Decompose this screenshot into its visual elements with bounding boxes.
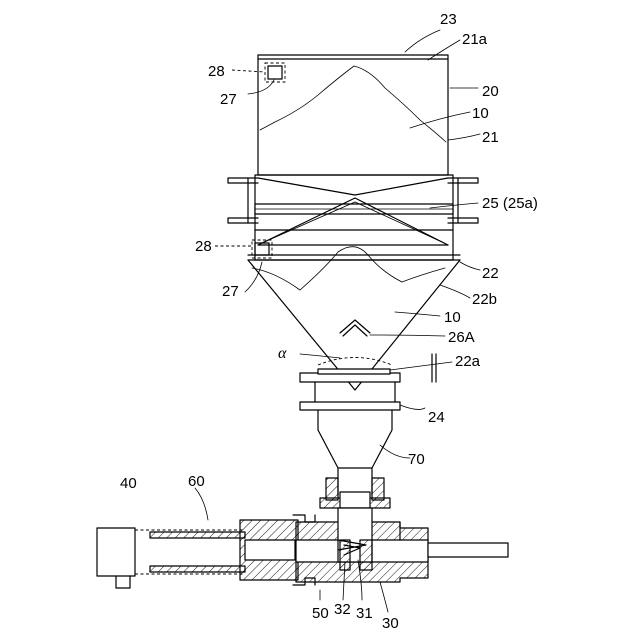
powder-10-upper [260,66,446,142]
label-21: 21 [482,129,499,146]
vacuum-source-40 [97,528,135,588]
coupling-nut [320,478,390,508]
chevron-26A [340,320,370,333]
label-40: 40 [120,475,137,492]
label-21a: 21a [462,31,488,48]
label-22: 22 [482,265,499,282]
label-25: 25 (25a) [482,195,538,212]
valve-24 [300,354,436,410]
label-27-top: 27 [220,91,237,108]
label-32: 32 [334,601,351,618]
pipe-60 [135,530,245,574]
label-22a: 22a [455,353,481,370]
label-28-mid: 28 [195,238,212,255]
label-60: 60 [188,473,205,490]
sensor-27-top [265,63,285,82]
label-24: 24 [428,409,445,426]
label-70: 70 [408,451,425,468]
hopper-body-21 [258,55,448,175]
label-22b: 22b [472,291,497,308]
label-28-top: 28 [208,63,225,80]
sensor-27-mid [252,240,272,258]
powder-10-lower [252,247,445,290]
label-10-low: 10 [444,309,461,326]
label-30: 30 [382,615,399,632]
label-alpha: α [278,345,287,362]
label-50: 50 [312,605,329,622]
label-31: 31 [356,605,373,622]
label-20: 20 [482,83,499,100]
label-10-top: 10 [472,105,489,122]
label-26A: 26A [448,329,475,346]
ejector-body-30 [296,508,508,582]
label-23: 23 [440,11,457,28]
label-27-mid: 27 [222,283,239,300]
flange-section [228,175,478,260]
